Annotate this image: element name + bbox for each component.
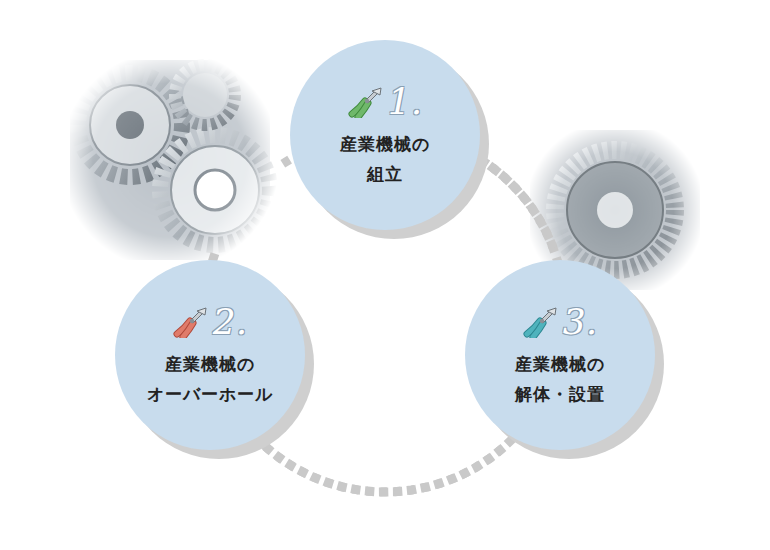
step-label: 産業機械の 組立	[340, 130, 430, 190]
pliers-icon	[173, 306, 209, 338]
step-number: 1.	[388, 84, 422, 120]
step-label: 産業機械の 解体・設置	[515, 350, 605, 410]
step-heading: 3.	[523, 304, 597, 340]
step-circle: 2. 産業機械の オーバーホール	[115, 260, 305, 450]
pliers-part	[365, 99, 369, 103]
dotted-ring-arc	[487, 164, 553, 248]
pliers-part	[358, 103, 368, 117]
dotted-ring-arc	[266, 447, 505, 492]
pliers-icon	[348, 86, 384, 118]
pliers-part	[358, 103, 368, 117]
pliers-part	[547, 308, 556, 315]
pliers-part	[533, 323, 543, 337]
pliers-part	[533, 323, 543, 337]
pliers-part	[197, 308, 206, 315]
pliers-icon	[523, 306, 559, 338]
pliers-part	[183, 323, 193, 337]
pliers-part	[372, 88, 381, 95]
step-heading: 2.	[173, 304, 247, 340]
pliers-part	[190, 319, 194, 323]
step-label: 産業機械の オーバーホール	[147, 350, 273, 410]
gear-photo-left	[70, 60, 270, 260]
pliers-part	[183, 323, 193, 337]
step-heading: 1.	[348, 84, 422, 120]
step-circle: 1. 産業機械の 組立	[290, 40, 480, 230]
step-number: 2.	[213, 304, 247, 340]
pliers-part	[540, 319, 544, 323]
step-circle: 3. 産業機械の 解体・設置	[465, 260, 655, 450]
step-number: 3.	[563, 304, 597, 340]
